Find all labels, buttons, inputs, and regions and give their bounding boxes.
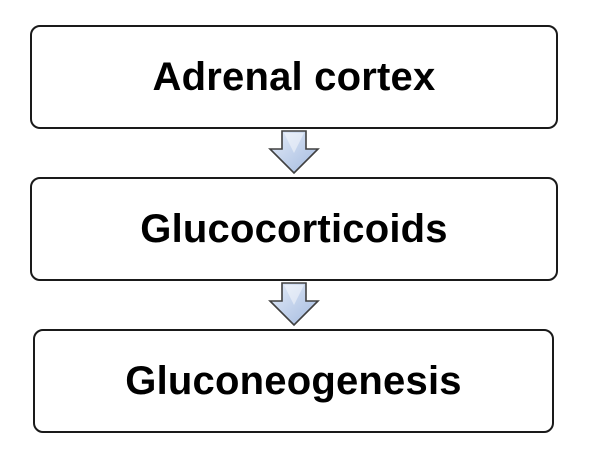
flow-step-adrenal-cortex: Adrenal cortex	[30, 25, 558, 129]
flow-step-label: Gluconeogenesis	[125, 358, 462, 403]
flow-step-label: Adrenal cortex	[152, 54, 436, 99]
flow-step-gluconeogenesis: Gluconeogenesis	[33, 329, 554, 433]
down-arrow-icon	[268, 282, 320, 327]
flow-step-label: Glucocorticoids	[140, 206, 448, 251]
down-arrow-icon	[268, 130, 320, 175]
flow-step-glucocorticoids: Glucocorticoids	[30, 177, 558, 281]
